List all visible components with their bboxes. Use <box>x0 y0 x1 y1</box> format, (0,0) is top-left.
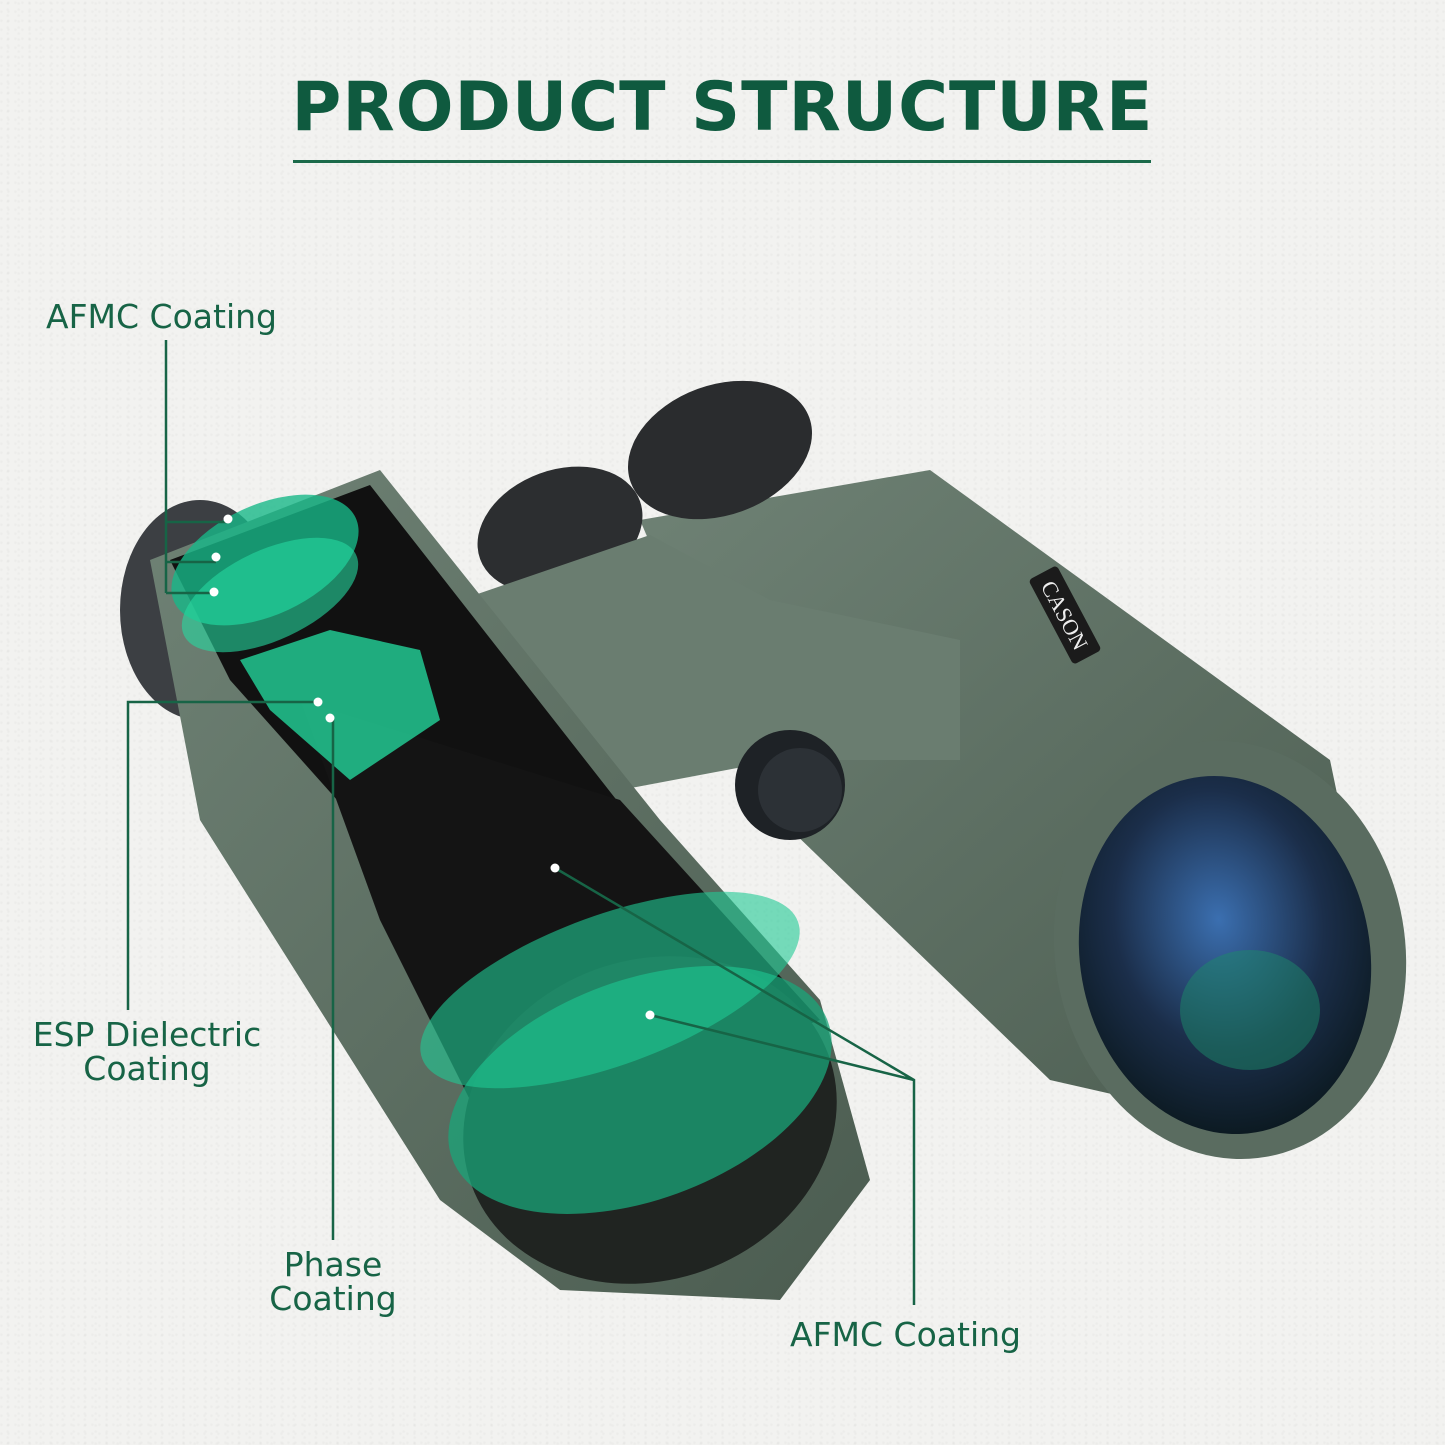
callout-dots <box>209 514 655 1020</box>
title-underline <box>293 160 1151 163</box>
callout-phase: Phase Coating <box>258 1248 408 1316</box>
callout-phase-line1: Phase <box>283 1245 383 1284</box>
callout-afmc-bottom: AFMC Coating <box>790 1315 1021 1354</box>
callout-esp-line1: ESP Dielectric <box>32 1015 262 1054</box>
callout-esp-line2: Coating <box>83 1049 211 1088</box>
left-cutaway-barrel <box>120 470 870 1300</box>
eyecup-right <box>628 380 812 520</box>
callout-esp-dielectric: ESP Dielectric Coating <box>26 1018 268 1086</box>
callout-afmc-top: AFMC Coating <box>46 297 277 336</box>
callout-phase-line2: Coating <box>269 1279 397 1318</box>
leader-lines <box>126 340 916 1305</box>
prism <box>240 630 440 780</box>
page-title: PRODUCT STRUCTURE <box>291 68 1154 147</box>
